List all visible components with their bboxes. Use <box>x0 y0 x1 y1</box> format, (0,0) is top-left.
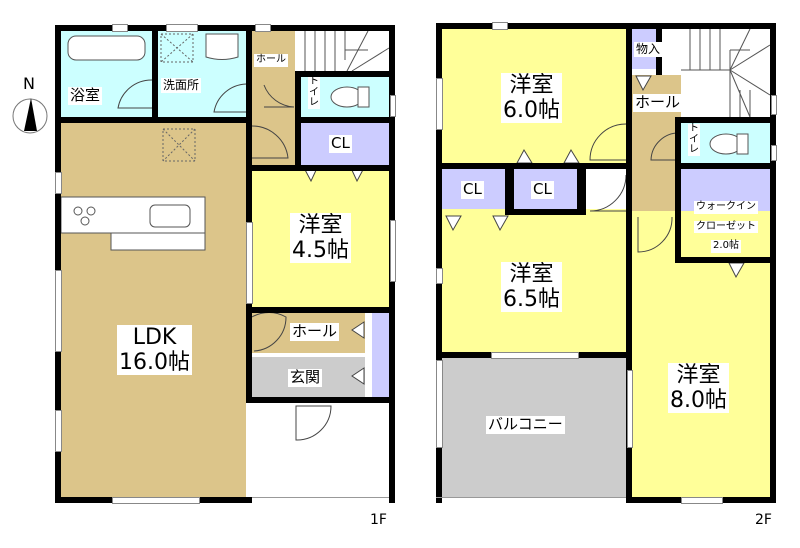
window <box>627 370 633 448</box>
wall <box>295 71 395 77</box>
window <box>771 95 777 115</box>
window <box>55 270 62 352</box>
outline-porch <box>252 497 389 498</box>
room-shoe-storage <box>372 313 389 397</box>
wall <box>505 209 586 215</box>
label-balcony: バルコニー <box>486 415 565 434</box>
window <box>255 24 271 32</box>
floor-2-label: 2F <box>755 512 772 528</box>
window <box>112 497 200 504</box>
room-stairs-2f <box>681 29 770 117</box>
window <box>55 410 62 452</box>
room-size: 8.0帖 <box>668 388 729 414</box>
label-ldk: LDK 16.0帖 <box>117 325 192 376</box>
label-western-6-0: 洋室 6.0帖 <box>501 73 562 124</box>
label-wic: ウォークイン クローゼット 2.0帖 <box>684 194 768 253</box>
room-name: 洋室 <box>501 73 562 99</box>
window <box>491 352 579 359</box>
label-hall-top: ホール <box>254 54 288 67</box>
wall <box>675 117 776 123</box>
label-western-4-5: 洋室 4.5帖 <box>290 213 351 264</box>
wall <box>152 25 158 121</box>
window <box>112 24 128 32</box>
room-size: 16.0帖 <box>117 350 192 376</box>
wall <box>436 163 626 169</box>
label-washroom: 洗面所 <box>161 78 202 93</box>
window <box>166 24 198 32</box>
wall <box>577 163 586 215</box>
wall <box>770 23 776 503</box>
outline-balcony <box>436 497 626 498</box>
wall <box>246 397 395 403</box>
room-name: LDK <box>117 325 192 351</box>
window <box>681 497 723 504</box>
window <box>390 220 396 282</box>
room-stairs-1f <box>295 31 389 71</box>
wall <box>436 23 776 29</box>
label-closet-b: CL <box>531 180 554 199</box>
wall <box>505 163 514 215</box>
room-ldk <box>61 123 246 497</box>
window <box>55 172 62 194</box>
wall <box>436 23 442 503</box>
room-size: 4.5帖 <box>290 238 351 264</box>
label-bath: 浴室 <box>68 86 103 105</box>
wall <box>246 25 252 403</box>
label-closet-a: CL <box>461 180 484 199</box>
label-hall-2f: ホール <box>633 93 683 112</box>
window <box>390 95 396 117</box>
window <box>492 22 508 30</box>
room-size: 6.0帖 <box>501 98 562 124</box>
wall <box>246 165 395 171</box>
window <box>436 78 443 130</box>
floor-1-label: 1F <box>370 512 387 528</box>
wall <box>675 163 776 169</box>
wall <box>55 25 61 503</box>
wall <box>626 23 632 503</box>
window <box>246 222 253 304</box>
wall <box>295 117 395 123</box>
label-toilet-1f: トイレ <box>308 76 320 109</box>
label-closet-1f: CL <box>329 134 352 153</box>
wall <box>675 117 681 263</box>
label-toilet-2f: トイレ <box>688 123 700 156</box>
wic-size: 2.0帖 <box>711 240 741 253</box>
window <box>436 360 443 448</box>
compass-north-label: N <box>23 74 35 93</box>
wic-line-2: クローゼット <box>694 220 758 233</box>
label-western-8-0: 洋室 8.0帖 <box>668 363 729 414</box>
wic-line-1: ウォークイン <box>694 201 758 214</box>
label-western-6-5: 洋室 6.5帖 <box>501 262 562 313</box>
wall <box>55 25 395 31</box>
room-name: 洋室 <box>290 213 351 239</box>
wall <box>246 307 395 313</box>
label-storage: 物入 <box>634 42 663 57</box>
label-hall-mid: ホール <box>290 322 340 341</box>
room-size: 6.5帖 <box>501 287 562 313</box>
label-entrance: 玄関 <box>288 368 323 387</box>
window <box>771 145 777 161</box>
room-name: 洋室 <box>501 262 562 288</box>
wall <box>252 353 365 357</box>
wall <box>675 257 776 263</box>
room-washroom <box>158 31 246 117</box>
window <box>436 268 443 284</box>
room-name: 洋室 <box>668 363 729 389</box>
room-hall-top <box>252 31 295 165</box>
room-western-8-0 <box>632 211 770 497</box>
